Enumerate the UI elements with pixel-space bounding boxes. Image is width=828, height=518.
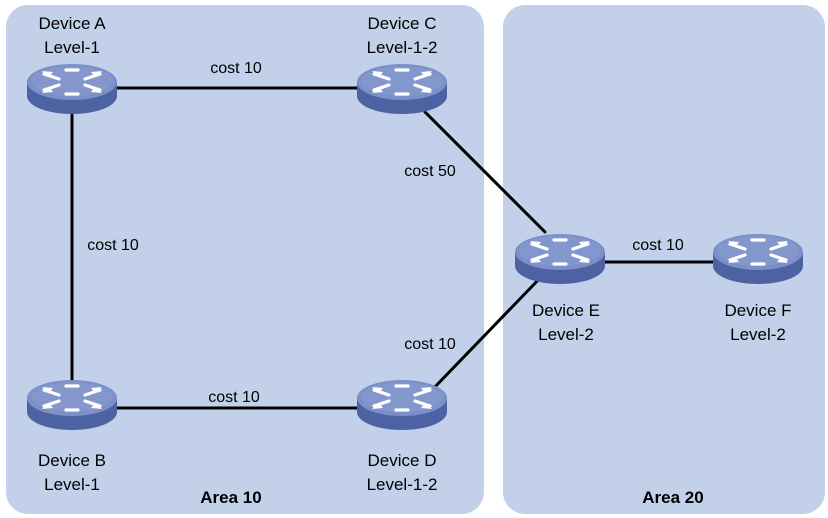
device-d-name: Device D (368, 451, 437, 470)
device-a-level: Level-1 (44, 38, 100, 57)
device-d-router-icon (355, 378, 449, 432)
device-b-name: Device B (38, 451, 106, 470)
cost-label-d-e: cost 10 (404, 336, 456, 353)
cost-label-e-f: cost 10 (632, 237, 684, 254)
device-c-name: Device C (368, 14, 437, 33)
device-e-name: Device E (532, 301, 600, 320)
device-c-router-icon (355, 62, 449, 116)
area-10-label: Area 10 (200, 488, 261, 507)
cost-label-a-b: cost 10 (87, 237, 139, 254)
link-d-e (428, 273, 545, 394)
device-a-name: Device A (38, 14, 106, 33)
device-f-name: Device F (724, 301, 791, 320)
device-b-level: Level-1 (44, 475, 100, 494)
link-c-e (423, 110, 547, 234)
device-e-router-icon (513, 232, 607, 286)
area-10 (6, 5, 484, 514)
area-20 (503, 5, 825, 514)
cost-label-a-c: cost 10 (210, 60, 262, 77)
device-e-level: Level-2 (538, 325, 594, 344)
device-f-level: Level-2 (730, 325, 786, 344)
device-b-router-icon (25, 378, 119, 432)
device-f-router-icon (711, 232, 805, 286)
device-a-router-icon (25, 62, 119, 116)
cost-label-c-e: cost 50 (404, 163, 456, 180)
device-c-level: Level-1-2 (367, 38, 438, 57)
cost-label-b-d: cost 10 (208, 389, 260, 406)
area-20-label: Area 20 (642, 488, 703, 507)
device-d-level: Level-1-2 (367, 475, 438, 494)
